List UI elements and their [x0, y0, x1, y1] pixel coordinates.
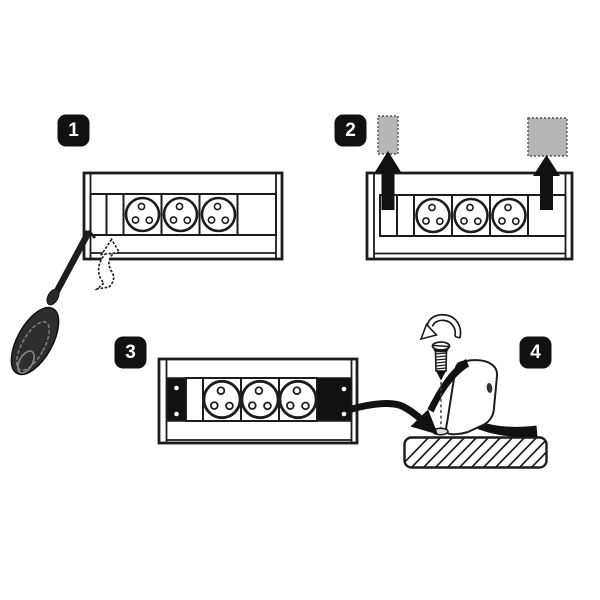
end-cap-right	[236, 193, 277, 236]
removed-end-cap-large	[527, 117, 568, 157]
socket	[278, 379, 318, 420]
flip-up-arrow-icon	[94, 238, 121, 291]
socket	[202, 379, 242, 420]
screw-icon	[431, 341, 451, 381]
step-number-badge-3: 3	[116, 338, 145, 367]
socket	[200, 196, 237, 233]
bracket-screw-hole-dot	[174, 385, 179, 391]
bracket-screw-hole-dot	[341, 411, 347, 417]
bracket-screw-hole-dot	[174, 411, 179, 417]
removed-end-cap-small	[377, 115, 399, 155]
step-number-badge-2: 2	[336, 116, 365, 145]
bracket-hole	[486, 383, 493, 393]
socket	[240, 379, 280, 420]
end-cap-left-narrow	[89, 193, 108, 236]
step2-illustration	[365, 115, 574, 261]
socket	[415, 197, 451, 234]
screwdriver-icon	[10, 229, 96, 376]
rotation-arrow-icon	[419, 313, 462, 341]
step-number-badge-1: 1	[59, 116, 88, 145]
hatched-mounting-surface	[403, 436, 548, 469]
bracket-screw-hole-dot	[341, 386, 347, 392]
socket	[491, 197, 527, 234]
socket	[453, 197, 489, 234]
up-arrow-right-icon	[533, 155, 560, 210]
step1-illustration	[10, 171, 284, 376]
step3-illustration	[157, 357, 359, 445]
sweep-arrow-icon	[473, 420, 538, 438]
black-mounting-bracket-end-right	[316, 377, 353, 422]
up-arrow-left-icon	[375, 151, 401, 210]
step-number-badge-4: 4	[521, 338, 550, 367]
socket	[124, 196, 161, 233]
cable-to-bracket-arrow-icon	[348, 400, 438, 435]
power-strip-front-step1	[82, 171, 284, 261]
end-cap-left	[105, 193, 125, 236]
step4-illustration	[348, 313, 548, 469]
socket	[162, 196, 199, 233]
end-cap-left	[396, 194, 415, 237]
bracket-front-edge	[427, 359, 469, 413]
mounting-bracket	[445, 359, 499, 436]
power-strip-front-step3	[157, 357, 359, 445]
